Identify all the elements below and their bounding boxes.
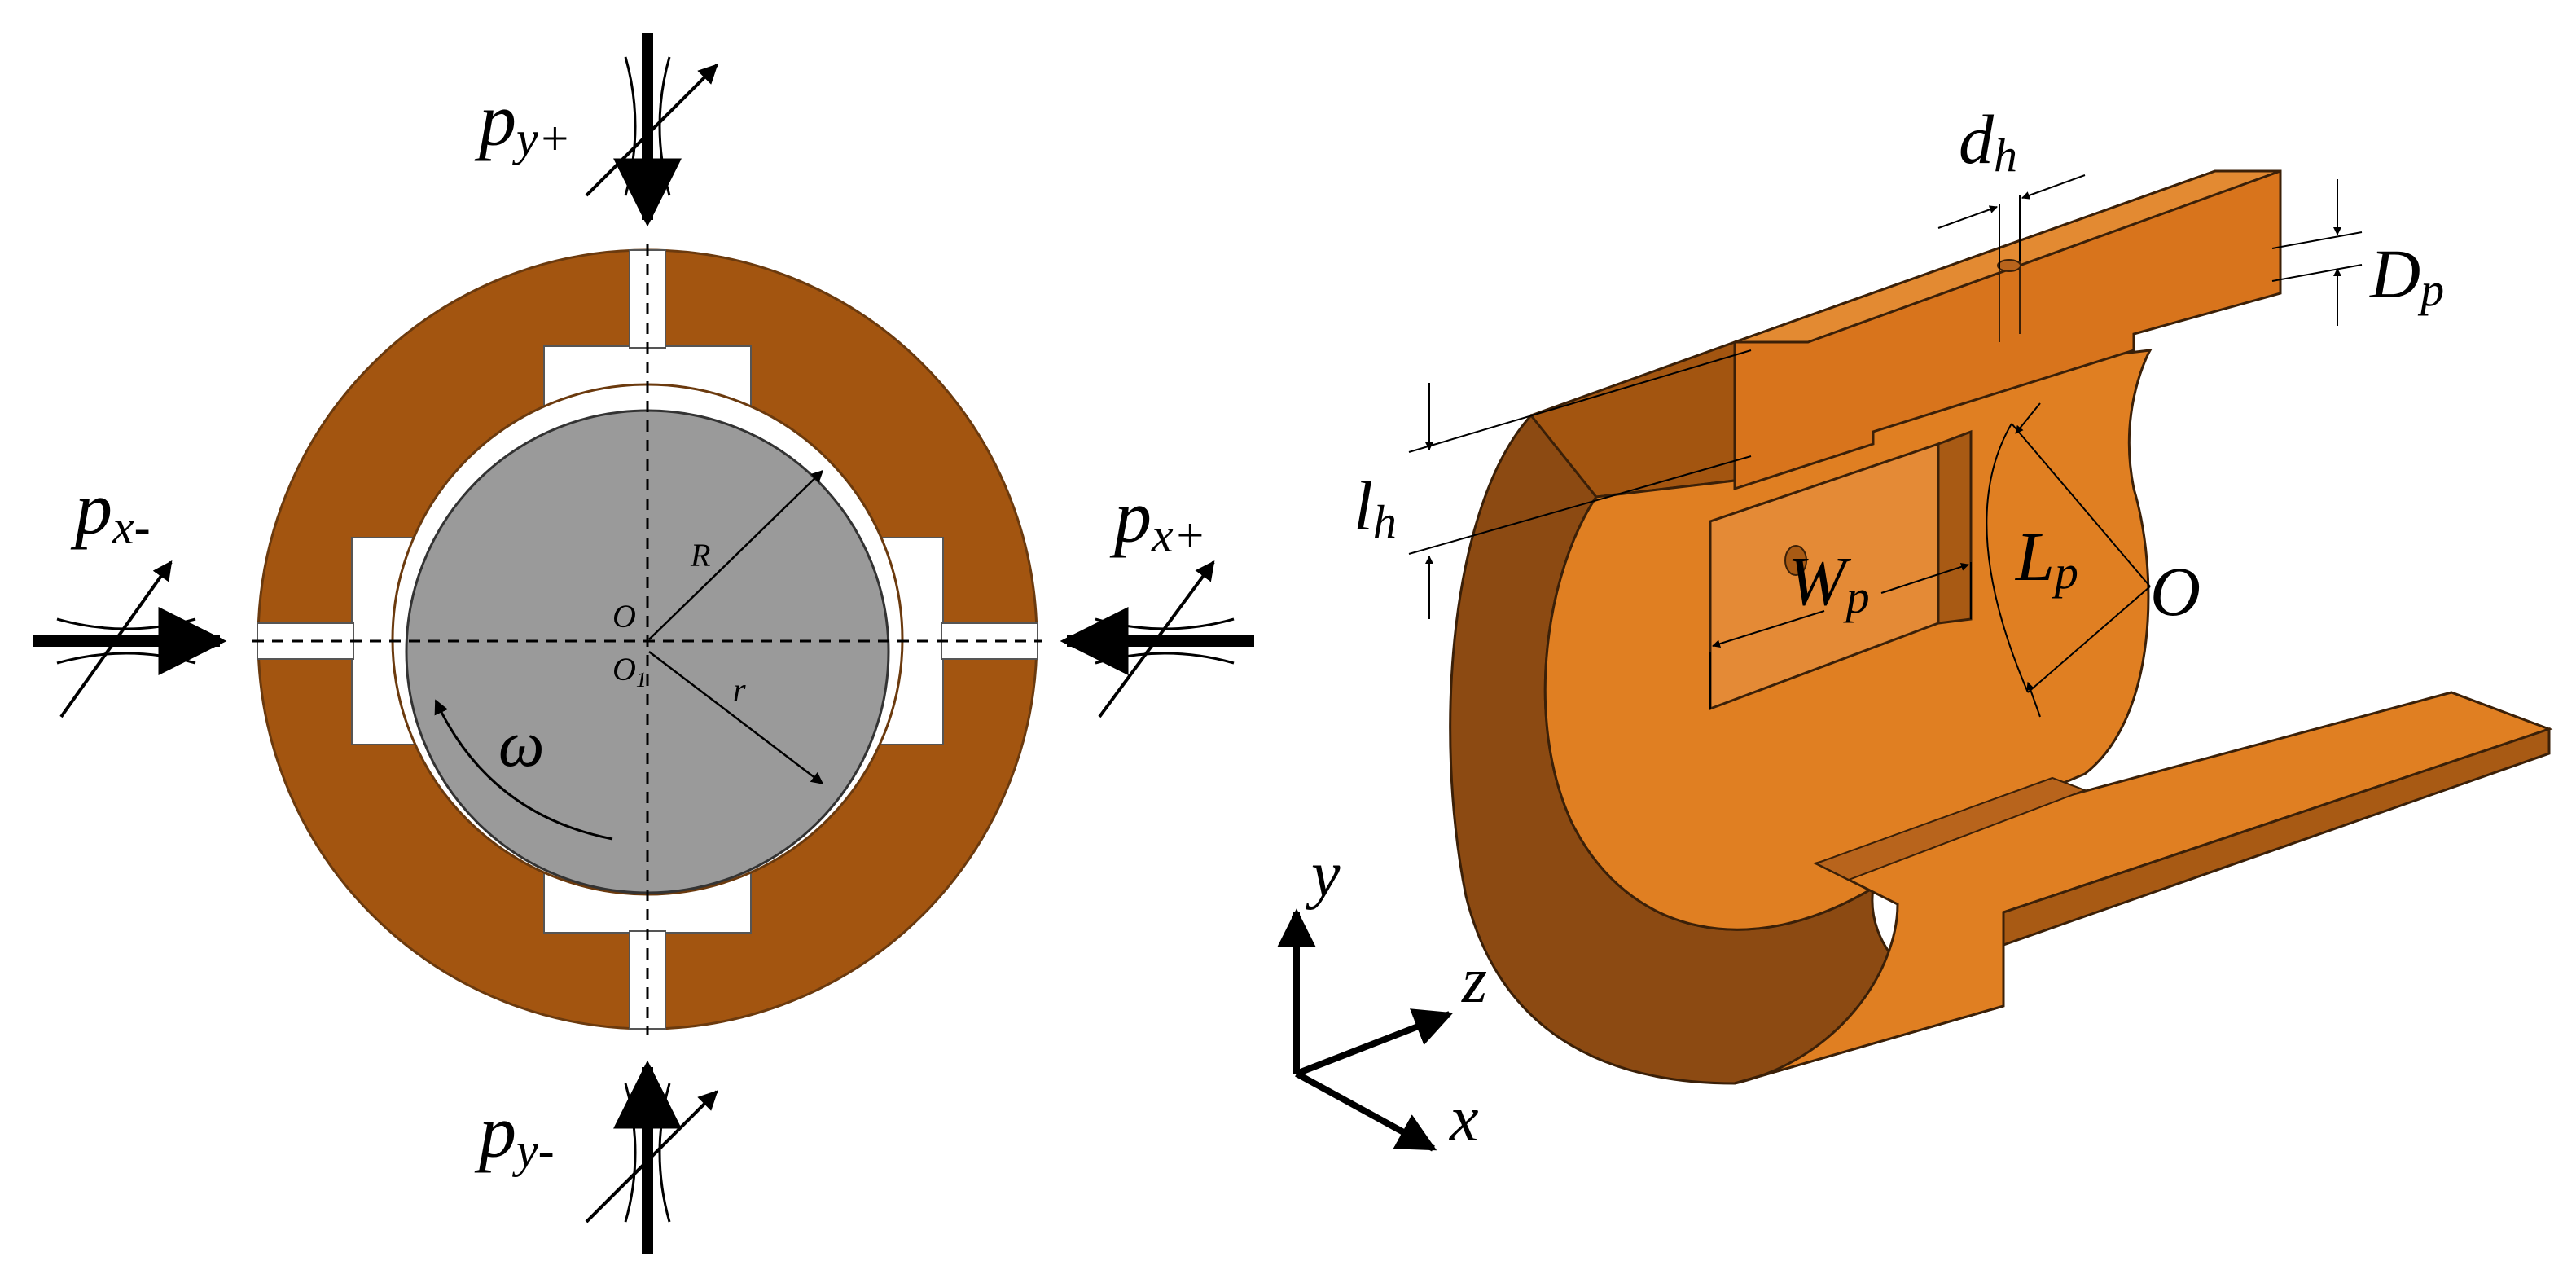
rotation-arrow — [434, 699, 613, 841]
dimension-Lp — [1986, 402, 2151, 718]
label-omega: ω — [498, 709, 544, 780]
top-feed-hole-mouth — [1997, 259, 2021, 272]
label-Lp: Lp — [2014, 517, 2078, 599]
restrictor-right — [1060, 560, 1254, 718]
radius-R-arrow — [648, 469, 824, 640]
bearing-bottom-side — [2002, 727, 2551, 947]
bearing-top-face — [1734, 169, 2281, 344]
dimension-lh — [1408, 349, 1752, 619]
radius-r-arrow — [648, 651, 824, 784]
restrictor-top — [585, 33, 718, 227]
label-lh: lh — [1354, 467, 1397, 548]
label-px-minus: px- — [70, 467, 151, 554]
axis-x — [1295, 1070, 1437, 1152]
isometric-view: dh Dp lh Wp Lp O — [1354, 100, 2553, 1085]
label-O-right: O — [2150, 552, 2201, 630]
cross-section-view: R r O O1 ω — [33, 33, 1254, 1254]
label-py-minus: py- — [474, 1090, 555, 1177]
label-Dp: Dp — [2369, 235, 2444, 316]
label-py-plus: py+ — [474, 78, 571, 165]
label-axis-y: y — [1306, 839, 1341, 911]
axis-z — [1295, 1008, 1454, 1077]
label-px-plus: px+ — [1109, 475, 1206, 562]
restrictor-left — [33, 560, 227, 718]
label-r: r — [733, 671, 746, 708]
label-R: R — [690, 537, 710, 573]
coordinate-axes: y z x — [1277, 839, 1487, 1155]
restrictor-bottom — [585, 1060, 718, 1254]
dimension-dh — [1937, 174, 2086, 269]
label-O1: O1 — [612, 651, 647, 692]
recess-wall — [1937, 429, 1973, 625]
bearing-bottom-land — [1734, 691, 2553, 1085]
label-O: O — [612, 598, 636, 635]
dimension-Dp — [2271, 179, 2363, 326]
dimension-Wp — [1709, 562, 1972, 709]
label-Wp: Wp — [1788, 542, 1870, 623]
label-dh: dh — [1959, 100, 2017, 182]
recess-feed-hole — [1784, 545, 1807, 576]
bottom-recess-slot — [1814, 776, 2087, 881]
label-axis-z: z — [1461, 945, 1487, 1017]
label-axis-x: x — [1449, 1083, 1479, 1155]
top-feed-hole — [1999, 261, 2021, 342]
